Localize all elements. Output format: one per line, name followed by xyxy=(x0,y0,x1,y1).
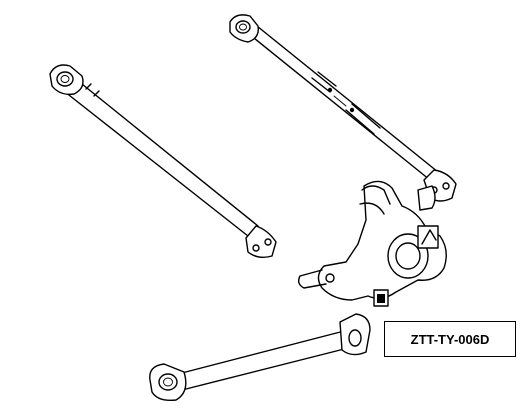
upper-left-arm xyxy=(49,64,277,259)
lower-arm xyxy=(149,313,371,402)
steering-knuckle xyxy=(297,180,447,307)
adjustable-arm xyxy=(229,14,457,202)
part-number-text: ZTT-TY-006D xyxy=(410,331,490,347)
part-number-label: ZTT-TY-006D xyxy=(384,321,516,357)
